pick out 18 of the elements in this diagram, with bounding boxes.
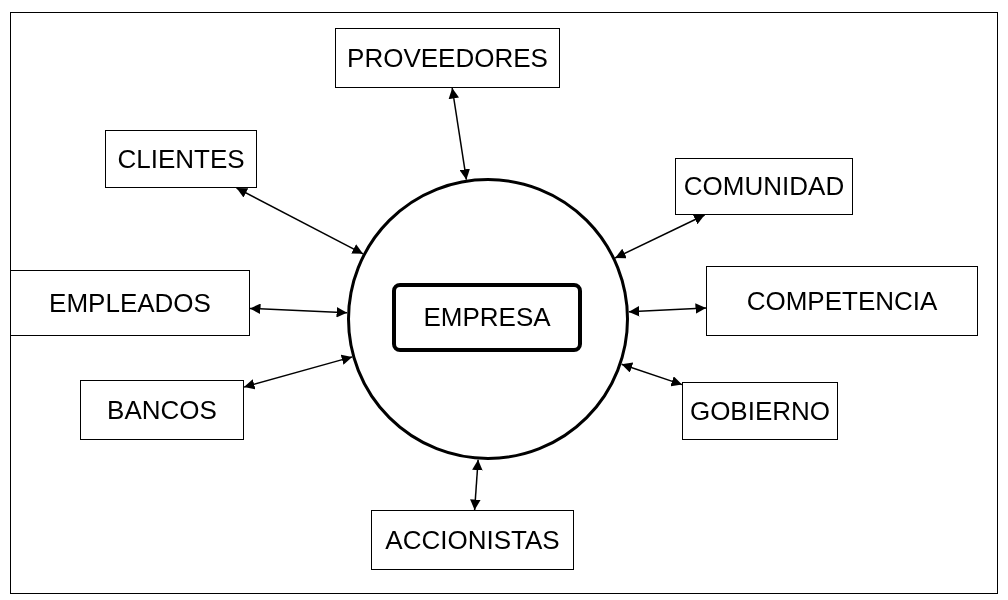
- double-arrow: [448, 87, 470, 181]
- label-box: EMPRESA: [392, 283, 582, 352]
- circle: [347, 178, 629, 460]
- label-box: ACCIONISTAS: [371, 510, 574, 570]
- label-box: PROVEEDORES: [335, 28, 560, 88]
- label-box: COMPETENCIA: [706, 266, 978, 336]
- label-box: EMPLEADOS: [10, 270, 250, 336]
- double-arrow: [470, 458, 483, 511]
- double-arrow: [614, 214, 706, 259]
- double-arrow: [620, 362, 683, 387]
- double-arrow: [249, 303, 348, 318]
- label-box: CLIENTES: [105, 130, 257, 188]
- double-arrow: [235, 187, 364, 255]
- double-arrow: [243, 354, 353, 390]
- double-arrow: [628, 303, 707, 317]
- label-box: COMUNIDAD: [675, 158, 853, 215]
- label-box: BANCOS: [80, 380, 244, 440]
- label-box: GOBIERNO: [682, 382, 838, 440]
